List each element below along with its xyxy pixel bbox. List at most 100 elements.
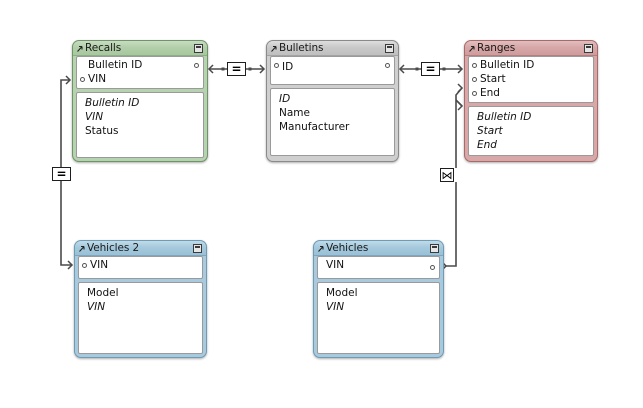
field-row[interactable]: VIN [79,258,202,276]
field-label: End [480,87,500,99]
wire-vehicles-ranges-c [455,99,463,107]
entity-vehicles[interactable]: Vehicles VIN Model VIN [313,240,444,358]
anchor-dot-left[interactable] [472,91,477,96]
field-row[interactable]: ID [271,58,394,82]
field-row[interactable]: Bulletin ID [77,58,203,72]
anchor-dot-left[interactable] [82,263,87,268]
field-label: Model [326,287,358,299]
field-row[interactable]: VIN [318,258,439,276]
field-label: Model [87,287,119,299]
entity-titlebar-recalls[interactable]: Recalls [73,41,207,56]
join-operator-label: = [425,62,436,76]
entity-vehicles-2[interactable]: Vehicles 2 VIN Model VIN [74,240,207,358]
endpoint-bulletins-left [259,64,266,74]
endpoint-recalls-left [65,75,72,85]
field-label: Bulletin ID [85,97,140,109]
entity-title-vehicles: Vehicles [326,241,369,254]
entity-title-bulletins: Bulletins [279,41,324,54]
field-label: Name [279,107,310,119]
body-fields-ranges[interactable]: Bulletin ID Start End [468,106,594,156]
field-label: Manufacturer [279,121,350,133]
anchor-dot-left[interactable] [472,77,477,82]
field-label: VIN [85,111,104,123]
key-fields-ranges[interactable]: Bulletin ID Start End [468,56,594,103]
field-row[interactable]: Model [79,286,202,300]
endpoint-bulletins-right [398,64,405,74]
wire-recalls-vehicles2-b [60,181,72,266]
entity-titlebar-ranges[interactable]: Ranges [465,41,597,56]
field-row[interactable]: Bulletin ID [77,96,203,110]
key-fields-bulletins[interactable]: ID [270,56,395,85]
join-operator-label: = [56,167,67,181]
field-row[interactable]: VIN [77,72,203,86]
window-icon[interactable] [385,43,394,53]
field-row[interactable]: Bulletin ID [469,58,593,72]
window-icon[interactable] [430,243,439,253]
field-row[interactable]: End [469,86,593,100]
field-row[interactable]: VIN [79,300,202,314]
anchor-dot-left[interactable] [472,63,477,68]
field-label: VIN [90,259,109,271]
join-badge-recalls-bulletins[interactable]: = [227,62,246,76]
endpoint-recalls-right [207,64,214,74]
field-row[interactable]: ID [271,92,394,106]
entity-recalls[interactable]: Recalls Bulletin ID VIN Bulletin ID VIN … [72,40,208,162]
field-row[interactable]: Status [77,124,203,138]
key-fields-vehicles[interactable]: VIN [317,256,440,279]
endpoint-ranges-left-3 [457,101,464,111]
join-operator-label: = [231,62,242,76]
join-badge-vehicles-ranges[interactable]: ⋈ [440,168,454,182]
anchor-dot-left[interactable] [80,77,85,82]
entity-titlebar-vehicles-2[interactable]: Vehicles 2 [75,241,206,256]
body-fields-vehicles[interactable]: Model VIN [317,282,440,354]
join-operator-label: ⋈ [441,168,453,182]
join-badge-bulletins-ranges[interactable]: = [421,62,440,76]
field-row[interactable]: Model [318,286,439,300]
endpoint-ranges-left-1 [457,64,464,74]
wire-recalls-vehicles2-a [60,79,70,167]
endpoint-vehicles2-left [67,260,74,270]
collapse-arrow-icon[interactable] [76,44,84,53]
anchor-dot-right[interactable] [194,63,199,68]
collapse-arrow-icon[interactable] [317,244,325,253]
key-fields-recalls[interactable]: Bulletin ID VIN [76,56,204,89]
entity-titlebar-bulletins[interactable]: Bulletins [267,41,398,56]
field-row[interactable]: Start [469,124,593,138]
anchor-dot-right[interactable] [430,265,435,270]
wire-vehicles-ranges-b [455,87,463,168]
field-label: VIN [326,301,345,313]
window-icon[interactable] [584,43,593,53]
collapse-arrow-icon[interactable] [78,244,86,253]
entity-bulletins[interactable]: Bulletins ID ID Name Manufacturer [266,40,399,162]
field-row[interactable]: Start [469,72,593,86]
field-label: VIN [88,73,107,85]
collapse-arrow-icon[interactable] [468,44,476,53]
field-row[interactable]: Manufacturer [271,120,394,134]
anchor-dot-left[interactable] [274,63,279,68]
field-row[interactable]: End [469,138,593,152]
anchor-dot-right[interactable] [385,63,390,68]
body-fields-bulletins[interactable]: ID Name Manufacturer [270,88,395,156]
entity-ranges[interactable]: Ranges Bulletin ID Start End Bulletin ID… [464,40,598,162]
field-row[interactable]: Name [271,106,394,120]
entity-title-vehicles-2: Vehicles 2 [87,241,140,254]
field-label: VIN [87,301,106,313]
entity-titlebar-vehicles[interactable]: Vehicles [314,241,443,256]
field-label: Bulletin ID [480,59,535,71]
entity-title-ranges: Ranges [477,41,516,54]
body-fields-vehicles-2[interactable]: Model VIN [78,282,203,354]
field-row[interactable]: VIN [77,110,203,124]
wire-vehicles-ranges-a [446,182,457,267]
field-row[interactable]: Bulletin ID [469,110,593,124]
field-label: Bulletin ID [477,111,532,123]
window-icon[interactable] [194,43,203,53]
field-label: Start [480,73,506,85]
collapse-arrow-icon[interactable] [270,44,278,53]
join-badge-recalls-vehicles-2[interactable]: = [52,167,71,181]
key-fields-vehicles-2[interactable]: VIN [78,256,203,279]
field-label: Status [85,125,119,137]
field-row[interactable]: VIN [318,300,439,314]
body-fields-recalls[interactable]: Bulletin ID VIN Status [76,92,204,158]
window-icon[interactable] [193,243,202,253]
